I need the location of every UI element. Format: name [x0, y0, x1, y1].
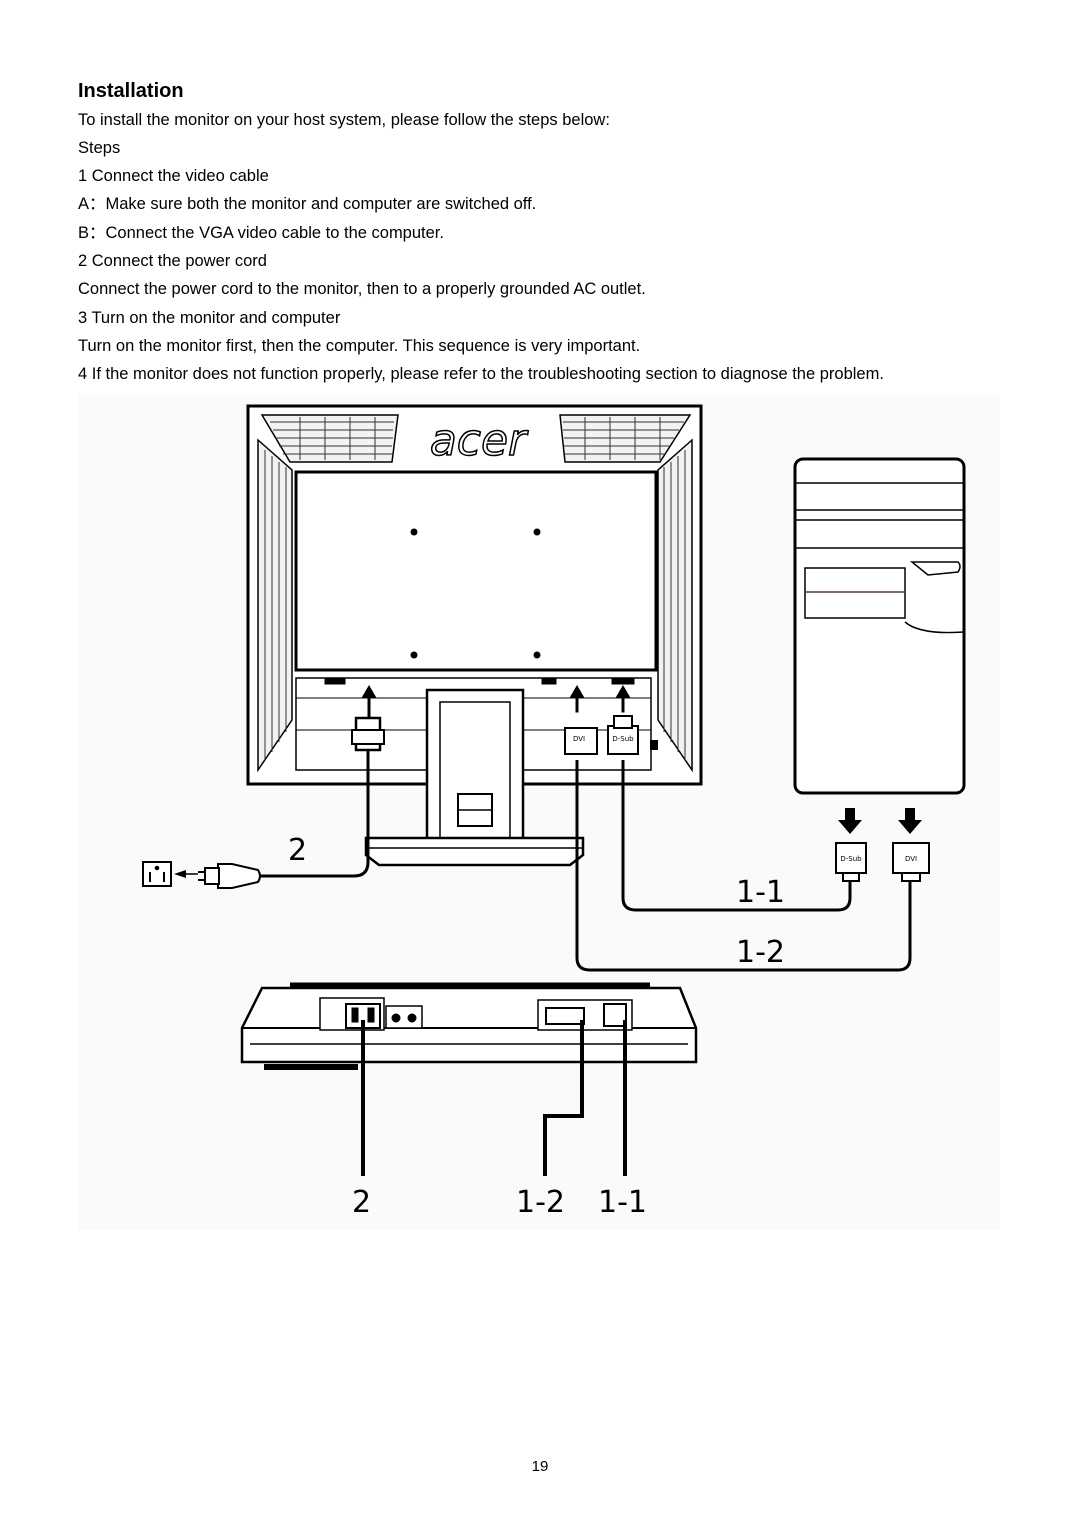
monitor-bottom-view — [240, 982, 698, 1070]
page-title: Installation — [78, 80, 184, 102]
wall-plug — [198, 863, 261, 889]
side-vent-right — [657, 438, 693, 773]
step-1: 1 Connect the video cable — [78, 167, 269, 185]
power-cable — [258, 766, 370, 878]
pc-dvi-connector: DVI — [892, 842, 930, 882]
rear-panel — [294, 470, 658, 672]
pc-dvi-label: DVI — [905, 855, 917, 863]
monitor-back-view: acer — [246, 404, 703, 867]
dvi-cable — [575, 760, 912, 972]
pc-dsub-label: D-Sub — [840, 855, 862, 863]
stand-base — [364, 836, 585, 867]
bottom-dsub-port — [545, 1007, 585, 1025]
step-2-text: Connect the power cord to the monitor, t… — [78, 280, 646, 298]
side-vent-left — [257, 438, 293, 773]
power-plug-connector — [351, 685, 385, 766]
wall-outlet-icon — [142, 861, 198, 887]
dsub-cable — [621, 760, 852, 912]
bottom-label-power: 2 — [352, 1185, 371, 1220]
steps-label: Steps — [78, 139, 121, 157]
bottom-cables — [361, 1020, 627, 1176]
cables — [258, 760, 912, 972]
step-1a: A：Make sure both the monitor and compute… — [78, 195, 537, 213]
step-4: 4 If the monitor does not function prope… — [78, 365, 884, 383]
callout-power: 2 — [288, 833, 307, 868]
bottom-label-dvi: 1-2 — [516, 1185, 565, 1220]
top-vent-right — [559, 414, 692, 463]
step-2: 2 Connect the power cord — [78, 252, 267, 270]
intro-text: To install the monitor on your host syst… — [78, 111, 610, 129]
bottom-label-dsub: 1-1 — [598, 1185, 647, 1220]
monitor-dsub-label: D-Sub — [612, 735, 634, 743]
top-vent-left — [260, 414, 399, 463]
pc-tower — [793, 457, 966, 795]
step-1b: B：Connect the VGA video cable to the com… — [78, 224, 444, 242]
monitor-dvi-label: DVI — [573, 735, 585, 743]
page-number: 19 — [531, 1458, 549, 1475]
monitor-video-ports: DVI D-Sub — [564, 685, 658, 755]
acer-logo: acer — [430, 415, 529, 466]
callout-dvi-cable: 1-2 — [736, 935, 785, 970]
callout-dsub-cable: 1-1 — [736, 875, 785, 910]
installation-diagram: acer DVI D-Sub — [0, 390, 1080, 1250]
step-3: 3 Turn on the monitor and computer — [78, 309, 341, 327]
step-3-text: Turn on the monitor first, then the comp… — [78, 337, 641, 355]
bottom-dvi-port — [603, 1003, 627, 1027]
vesa-screw-holes — [410, 528, 541, 659]
tower-output-arrows — [838, 808, 922, 834]
